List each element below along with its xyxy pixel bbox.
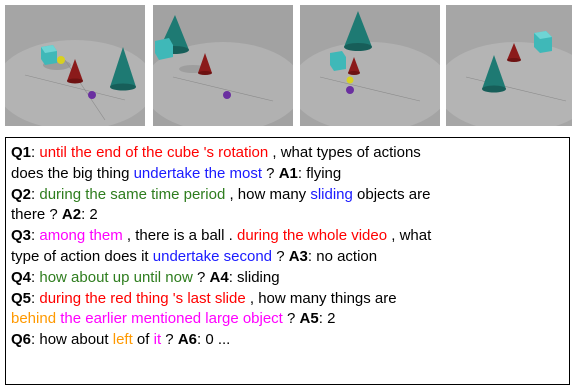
cyan-cube — [330, 51, 346, 71]
qa-text-box: Q1: until the end of the cube 's rotatio… — [5, 137, 570, 385]
qa-segment: undertake second — [152, 247, 273, 265]
qa-segment: : no action — [307, 247, 378, 265]
qa-segment: A2 — [61, 206, 82, 224]
qa-segment: ? — [192, 268, 210, 286]
qa-line-6: type of action does it undertake second … — [11, 247, 566, 268]
qa-segment: during the red thing 's last slide — [39, 289, 246, 307]
video-frame-3 — [300, 5, 440, 126]
yellow-ball — [57, 56, 65, 64]
qa-segment: undertake the most — [133, 164, 263, 182]
qa-line-2: does the big thing undertake the most ? … — [11, 164, 566, 185]
cyan-cube — [155, 38, 173, 60]
qa-segment: Q5 — [11, 289, 32, 307]
video-frame-2 — [153, 5, 293, 126]
qa-segment: during the whole video — [236, 227, 388, 245]
qa-segment: Q4 — [11, 268, 32, 286]
qa-line-3: Q2: during the same time period , how ma… — [11, 185, 566, 206]
qa-line-1: Q1: until the end of the cube 's rotatio… — [11, 143, 566, 164]
qa-segment: : how about — [31, 331, 113, 349]
yellow-ball — [346, 76, 354, 84]
qa-segment: : 2 — [318, 310, 336, 328]
teal-cone — [110, 47, 136, 87]
red-cone — [198, 53, 212, 73]
red-cone — [348, 57, 360, 73]
qa-segment: : — [31, 268, 40, 286]
qa-segment: : — [31, 185, 40, 203]
teal-cone-flying — [344, 11, 372, 47]
qa-segment: behind — [11, 310, 57, 328]
qa-segment: sliding — [310, 185, 353, 203]
qa-segment: type of action does it — [11, 247, 153, 265]
qa-segment: does the big thing — [11, 164, 134, 182]
qa-segment: of — [132, 331, 154, 349]
frame-4-scene — [446, 5, 572, 126]
qa-segment: how about up until now — [39, 268, 193, 286]
qa-segment: objects are — [352, 185, 431, 203]
qa-segment: , there is a ball . — [122, 227, 237, 245]
qa-segment: : 0 ... — [197, 331, 231, 349]
qa-segment: Q1 — [11, 144, 32, 161]
qa-segment: Q6 — [11, 331, 32, 349]
red-cone — [507, 43, 521, 60]
video-frames-strip — [0, 0, 572, 132]
frame-3-scene — [300, 5, 440, 126]
purple-ball — [223, 91, 231, 99]
qa-segment: , how many — [225, 185, 311, 203]
qa-segment: A4 — [209, 268, 229, 286]
qa-segment: ? — [272, 247, 289, 265]
qa-segment: , what — [387, 227, 432, 245]
qa-segment: A6 — [177, 331, 197, 349]
qa-line-9: behind the earlier mentioned large objec… — [11, 309, 566, 330]
qa-segment: the earlier mentioned large object — [60, 310, 283, 328]
qa-segment: : 2 — [81, 206, 98, 224]
qa-segment: : — [31, 144, 40, 161]
qa-segment: : — [31, 289, 40, 307]
qa-line-8: Q5: during the red thing 's last slide ,… — [11, 289, 566, 310]
qa-segment: among them — [39, 227, 123, 245]
qa-segment: ? — [282, 310, 300, 328]
teal-cone — [482, 55, 506, 89]
qa-segment: during the same time period — [39, 185, 226, 203]
qa-segment: ? — [262, 164, 279, 182]
qa-segment: there ? — [11, 206, 62, 224]
qa-segment: : flying — [297, 164, 342, 182]
video-frame-4 — [446, 5, 572, 126]
qa-segment: A5 — [299, 310, 319, 328]
qa-line-10: Q6: how about left of it ? A6: 0 ... — [11, 330, 566, 351]
frame-1-scene — [5, 5, 145, 126]
video-frame-1 — [5, 5, 145, 126]
qa-segment: A3 — [288, 247, 308, 265]
purple-ball — [88, 91, 96, 99]
qa-segment: until the end of the cube 's rotation — [39, 144, 269, 161]
qa-segment: it — [153, 331, 162, 349]
red-cone — [67, 59, 83, 81]
qa-segment: ? — [161, 331, 178, 349]
purple-ball — [346, 86, 354, 94]
qa-segment: : sliding — [228, 268, 280, 286]
qa-segment: , how many things are — [245, 289, 397, 307]
qa-segment: : — [31, 227, 40, 245]
qa-segment: A1 — [278, 164, 298, 182]
frame-2-scene — [153, 5, 293, 126]
qa-line-7: Q4: how about up until now ? A4: sliding — [11, 268, 566, 289]
qa-segment: , what types of actions — [268, 144, 421, 161]
qa-segment: Q3 — [11, 227, 32, 245]
qa-line-5: Q3: among them , there is a ball . durin… — [11, 226, 566, 247]
qa-segment: Q2 — [11, 185, 32, 203]
qa-segment: left — [112, 331, 133, 349]
qa-line-4: there ? A2: 2 — [11, 205, 566, 226]
